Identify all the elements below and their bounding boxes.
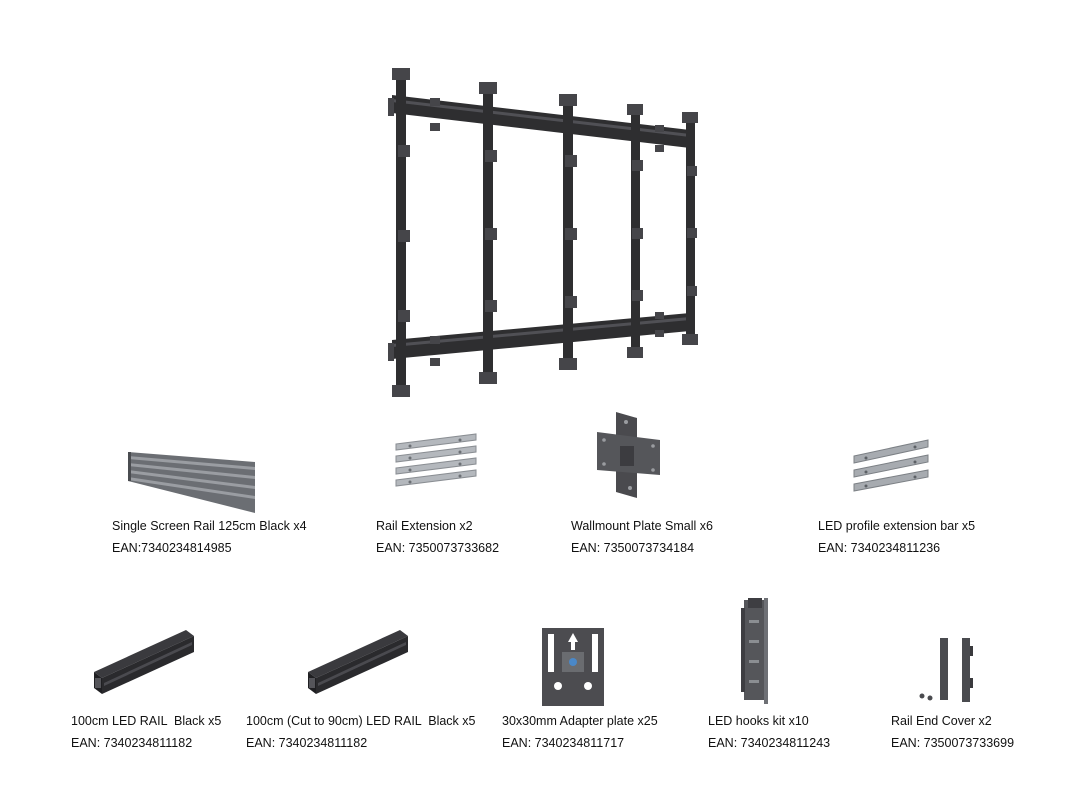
part-caption: LED hooks kit x10 EAN: 7340234811243 [708, 710, 830, 754]
part-caption: 100cm LED RAIL Black x5 EAN: 73402348111… [71, 710, 221, 754]
part-caption: LED profile extension bar x5 EAN: 734023… [818, 515, 975, 559]
part-name: Rail End Cover x2 [891, 714, 992, 728]
part-ean: EAN: 7340234811182 [246, 736, 368, 750]
part-name: Wallmount Plate Small x6 [571, 519, 713, 533]
part-ean: EAN: 7340234811717 [502, 736, 625, 750]
part-ean: EAN: 7340234811236 [818, 541, 941, 555]
part-caption: Wallmount Plate Small x6 EAN: 7350073734… [571, 515, 713, 559]
part-name: Single Screen Rail 125cm Black x4 [112, 519, 307, 533]
part-ean: EAN:7340234814985 [112, 541, 232, 555]
part-name: LED profile extension bar x5 [818, 519, 976, 533]
part-name: 30x30mm Adapter plate x25 [502, 714, 658, 728]
part-name: LED hooks kit x10 [708, 714, 809, 728]
part-ean: EAN: 7350073733682 [376, 541, 500, 555]
part-ean: EAN: 7350073733699 [891, 736, 1015, 750]
part-ean: EAN: 7340234811243 [708, 736, 831, 750]
part-name: 100cm (Cut to 90cm) LED RAIL Black x5 [246, 714, 476, 728]
part-ean: EAN: 7350073734184 [571, 541, 695, 555]
part-name: 100cm LED RAIL Black x5 [71, 714, 222, 728]
part-caption: Rail End Cover x2 EAN: 7350073733699 [891, 710, 1014, 754]
part-caption: Rail Extension x2 EAN: 7350073733682 [376, 515, 499, 559]
part-caption: 100cm (Cut to 90cm) LED RAIL Black x5 EA… [246, 710, 475, 754]
part-name: Rail Extension x2 [376, 519, 473, 533]
part-caption: 30x30mm Adapter plate x25 EAN: 734023481… [502, 710, 658, 754]
part-caption: Single Screen Rail 125cm Black x4 EAN:73… [112, 515, 307, 559]
part-ean: EAN: 7340234811182 [71, 736, 193, 750]
